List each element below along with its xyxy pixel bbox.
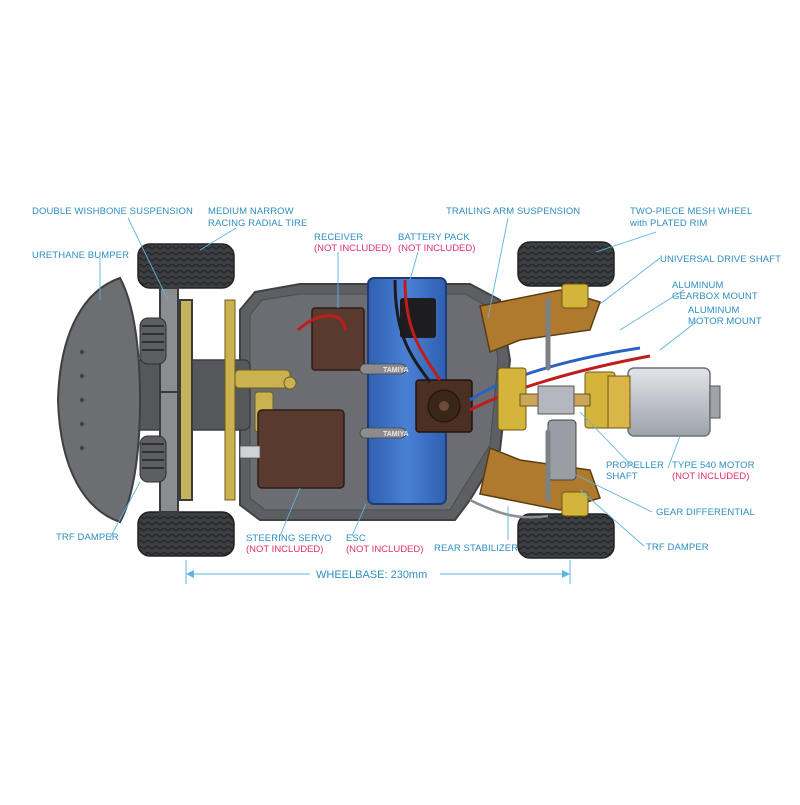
label-battery-not-included: (NOT INCLUDED) (398, 243, 475, 254)
label-steering-servo: STEERING SERVO (246, 533, 332, 544)
label-aluminum-2: ALUMINUM (688, 305, 739, 316)
label-esc-not-included: (NOT INCLUDED) (346, 544, 423, 555)
front-suspension (159, 287, 193, 513)
label-type-540-motor: TYPE 540 MOTOR (672, 460, 755, 471)
urethane-bumper (56, 276, 142, 524)
label-aluminum-1: ALUMINUM (672, 280, 723, 291)
label-motor-mount: MOTOR MOUNT (688, 316, 762, 327)
front-dampers (139, 317, 167, 483)
label-receiver-not-included: (NOT INCLUDED) (314, 243, 391, 254)
front-right-tire (137, 511, 235, 557)
label-rear-stabilizer: REAR STABILIZER (434, 543, 518, 554)
esc (400, 298, 473, 433)
label-servo-not-included: (NOT INCLUDED) (246, 544, 323, 555)
label-wheelbase: WHEELBASE: 230mm (316, 569, 427, 581)
label-universal-drive: UNIVERSAL DRIVE SHAFT (660, 254, 781, 265)
label-urethane-bumper: URETHANE BUMPER (32, 250, 129, 261)
label-receiver: RECEIVER (314, 232, 363, 243)
label-esc: ESC (346, 533, 366, 544)
battery-brand-label: TAMIYA (383, 431, 409, 438)
steering-servo (239, 409, 345, 489)
gear-differential (547, 419, 577, 481)
propeller-shaft (519, 385, 591, 415)
label-trf-damper-rear: TRF DAMPER (646, 542, 709, 553)
battery-brand-label: TAMIYA (383, 367, 409, 374)
label-double-wishbone: DOUBLE WISHBONE SUSPENSION (32, 206, 193, 217)
label-medium-narrow: MEDIUM NARROW (208, 206, 294, 217)
label-battery-pack: BATTERY PACK (398, 232, 470, 243)
label-propeller: PROPELLER (606, 460, 664, 471)
label-propeller-shaft: SHAFT (606, 471, 638, 482)
label-trf-damper-front: TRF DAMPER (56, 532, 119, 543)
leader-lines (99, 217, 697, 547)
front-left-tire (137, 243, 235, 289)
wiring (296, 279, 651, 412)
label-racing-radial-tire: RACING RADIAL TIRE (208, 218, 307, 229)
motor (607, 367, 721, 437)
rear-right-tire (517, 513, 615, 559)
callout-labels: DOUBLE WISHBONE SUSPENSION MEDIUM NARROW… (32, 206, 781, 581)
label-motor-not-included: (NOT INCLUDED) (672, 471, 749, 482)
rear-stabilizer (469, 498, 549, 519)
wheelbase-dimension (185, 560, 571, 584)
label-trailing-arm: TRAILING ARM SUSPENSION (446, 206, 580, 217)
rear-left-tire (517, 241, 615, 287)
label-plated-rim: with PLATED RIM (629, 218, 707, 229)
label-gear-differential: GEAR DIFFERENTIAL (656, 507, 755, 518)
label-gearbox-mount: GEARBOX MOUNT (672, 291, 758, 302)
label-two-piece-wheel: TWO-PIECE MESH WHEEL (630, 206, 752, 217)
